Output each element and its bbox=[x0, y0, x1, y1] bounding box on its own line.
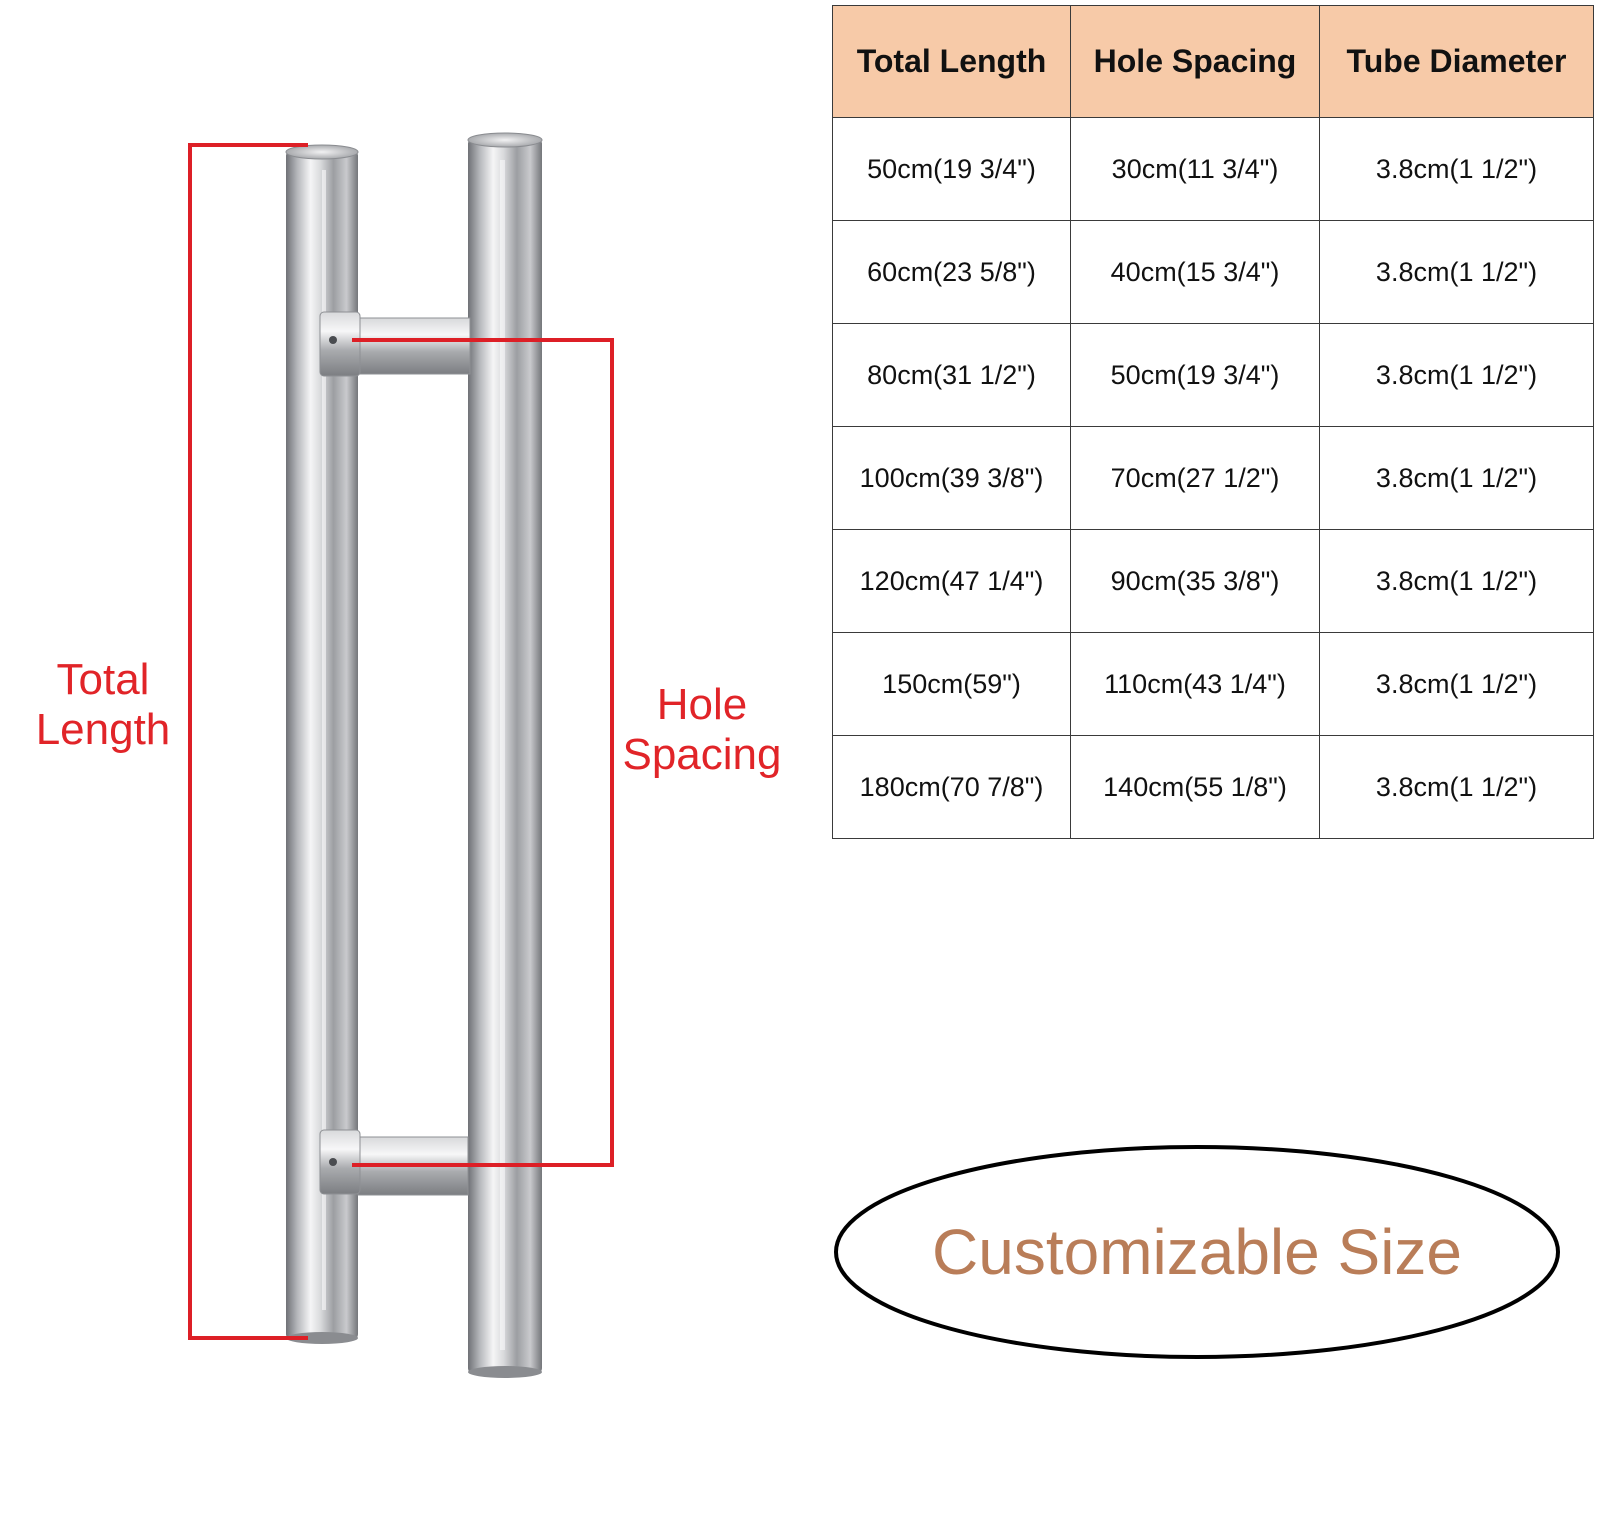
cell-tube-diameter: 3.8cm(1 1/2") bbox=[1319, 117, 1594, 221]
cell-hole-spacing: 140cm(55 1/8") bbox=[1070, 735, 1320, 839]
cell-tube-diameter: 3.8cm(1 1/2") bbox=[1319, 426, 1594, 530]
left-tube bbox=[285, 144, 359, 1344]
table-row: 120cm(47 1/4")90cm(35 3/8")3.8cm(1 1/2") bbox=[832, 529, 1594, 633]
table-row: 80cm(31 1/2")50cm(19 3/4")3.8cm(1 1/2") bbox=[832, 323, 1594, 427]
cell-hole-spacing: 90cm(35 3/8") bbox=[1070, 529, 1320, 633]
customizable-size-text: Customizable Size bbox=[932, 1216, 1462, 1288]
total-length-label: Total Length bbox=[18, 655, 188, 755]
cell-tube-diameter: 3.8cm(1 1/2") bbox=[1319, 220, 1594, 324]
top-bracket bbox=[319, 311, 471, 377]
table-row: 60cm(23 5/8")40cm(15 3/4")3.8cm(1 1/2") bbox=[832, 220, 1594, 324]
hole-spacing-label-line: Hole bbox=[656, 680, 748, 729]
customizable-size-oval bbox=[834, 1145, 1560, 1359]
cell-hole-spacing: 70cm(27 1/2") bbox=[1070, 426, 1320, 530]
cell-tube-diameter: 3.8cm(1 1/2") bbox=[1319, 632, 1594, 736]
bottom-bracket bbox=[319, 1129, 469, 1196]
cell-tube-diameter: 3.8cm(1 1/2") bbox=[1319, 735, 1594, 839]
hole-spacing-label-line: Spacing bbox=[622, 730, 782, 779]
column-header-hole-spacing: Hole Spacing bbox=[1070, 5, 1320, 118]
cell-total-length: 60cm(23 5/8") bbox=[832, 220, 1071, 324]
table-row: 100cm(39 3/8")70cm(27 1/2")3.8cm(1 1/2") bbox=[832, 426, 1594, 530]
total-length-dimension-line bbox=[188, 143, 308, 1340]
size-table-header-row: Total Length Hole Spacing Tube Diameter bbox=[832, 5, 1594, 118]
cell-total-length: 150cm(59") bbox=[832, 632, 1071, 736]
column-header-tube-diameter: Tube Diameter bbox=[1319, 5, 1594, 118]
screw-icon bbox=[329, 1158, 337, 1166]
size-table: Total Length Hole Spacing Tube Diameter … bbox=[832, 5, 1594, 839]
cell-hole-spacing: 30cm(11 3/4") bbox=[1070, 117, 1320, 221]
cell-tube-diameter: 3.8cm(1 1/2") bbox=[1319, 323, 1594, 427]
table-row: 50cm(19 3/4")30cm(11 3/4")3.8cm(1 1/2") bbox=[832, 117, 1594, 221]
cell-total-length: 100cm(39 3/8") bbox=[832, 426, 1071, 530]
cell-total-length: 120cm(47 1/4") bbox=[832, 529, 1071, 633]
table-row: 150cm(59")110cm(43 1/4")3.8cm(1 1/2") bbox=[832, 632, 1594, 736]
cell-hole-spacing: 110cm(43 1/4") bbox=[1070, 632, 1320, 736]
total-length-label-line: Total bbox=[56, 655, 150, 704]
cell-hole-spacing: 40cm(15 3/4") bbox=[1070, 220, 1320, 324]
cell-hole-spacing: 50cm(19 3/4") bbox=[1070, 323, 1320, 427]
screw-icon bbox=[329, 336, 337, 344]
size-table-body: 50cm(19 3/4")30cm(11 3/4")3.8cm(1 1/2")6… bbox=[832, 117, 1594, 839]
total-length-label-line: Length bbox=[35, 705, 171, 754]
cell-tube-diameter: 3.8cm(1 1/2") bbox=[1319, 529, 1594, 633]
cell-total-length: 180cm(70 7/8") bbox=[832, 735, 1071, 839]
column-header-total-length: Total Length bbox=[832, 5, 1071, 118]
hole-spacing-dimension-line bbox=[352, 338, 614, 1167]
table-row: 180cm(70 7/8")140cm(55 1/8")3.8cm(1 1/2"… bbox=[832, 735, 1594, 839]
door-pull-handle-drawing bbox=[188, 132, 614, 1378]
cell-total-length: 80cm(31 1/2") bbox=[832, 323, 1071, 427]
right-tube bbox=[467, 132, 543, 1378]
cell-total-length: 50cm(19 3/4") bbox=[832, 117, 1071, 221]
hole-spacing-label: Hole Spacing bbox=[612, 680, 792, 780]
